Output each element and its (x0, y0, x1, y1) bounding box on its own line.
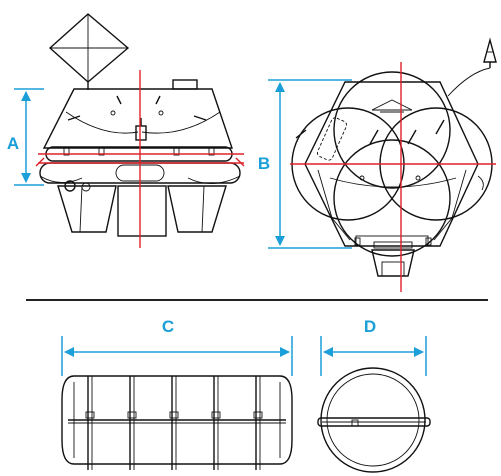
top-view (290, 37, 497, 292)
dimension-b-label: B (258, 154, 270, 173)
dimension-c-label: C (162, 317, 174, 336)
dimension-d-label: D (364, 317, 376, 336)
straps (87, 376, 261, 470)
side-view (35, 13, 245, 248)
ballast-pocket-center (117, 185, 167, 237)
roof-hatch (172, 79, 198, 90)
container-end-view (317, 367, 431, 473)
dimension-a: A (7, 88, 44, 186)
container-side-view (61, 375, 293, 470)
dimension-c: C (61, 317, 293, 376)
drogue-icon (447, 37, 497, 97)
dimension-a-label: A (7, 134, 19, 153)
dimension-b: B (258, 79, 352, 249)
ballast-pocket-left (57, 185, 117, 233)
radar-reflector-icon (48, 13, 130, 90)
canopy-outline (42, 88, 233, 149)
ballast-pocket-right (167, 185, 227, 233)
dimension-d: D (320, 317, 427, 376)
